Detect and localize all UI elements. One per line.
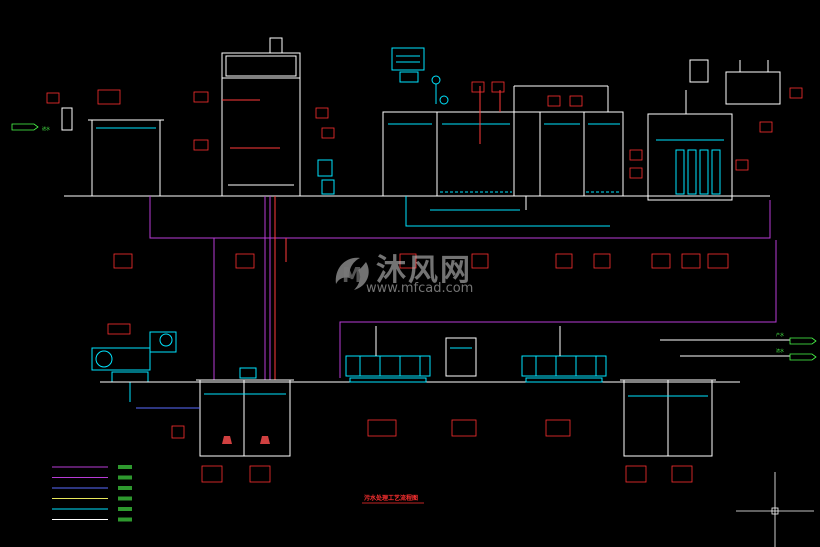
- mbr-tank: [382, 81, 624, 197]
- outlet-1-label: 产水: [776, 331, 784, 337]
- legend-label-2: [118, 475, 132, 480]
- ucs-crosshair: [736, 472, 814, 547]
- dewatering-machine: [91, 323, 177, 402]
- inlet-arrow: 进水: [11, 123, 50, 131]
- filter-press-2: [521, 326, 607, 383]
- bottom-tags: [201, 419, 693, 483]
- watermark: M 沐风网 www.mfcad.com: [335, 253, 473, 296]
- outlet-arrows: 产水 浓水: [776, 331, 817, 361]
- sludge-pipes: [149, 196, 777, 380]
- dosing-unit: [315, 107, 335, 195]
- legend-label-5: [118, 507, 132, 511]
- inlet-label: 进水: [42, 125, 50, 131]
- legend-label-1: [118, 465, 132, 469]
- legend: [52, 465, 132, 522]
- screen-unit: [46, 92, 73, 131]
- sludge-tank: [171, 367, 294, 457]
- legend-label-6: [118, 517, 132, 522]
- watermark-url: www.mfcad.com: [366, 281, 473, 296]
- svg-text:M: M: [342, 263, 362, 287]
- watermark-logo: M: [335, 257, 369, 290]
- product-tanks: [620, 339, 790, 457]
- filter-press-1: [345, 326, 431, 383]
- drawing-title: 污水处理工艺流程图: [364, 494, 418, 502]
- watermark-brand: 沐风网: [376, 253, 472, 288]
- clear-water-tank: [689, 59, 803, 105]
- small-cooling-tower: [391, 47, 449, 105]
- middle-tags: [113, 253, 729, 269]
- regulating-tank: [88, 89, 164, 197]
- legend-label-3: [118, 486, 132, 490]
- biological-tower: [193, 37, 301, 197]
- outlet-2-label: 浓水: [776, 347, 784, 353]
- ro-unit: [629, 90, 773, 201]
- legend-label-4: [118, 496, 132, 501]
- buffer-tank: [445, 337, 477, 377]
